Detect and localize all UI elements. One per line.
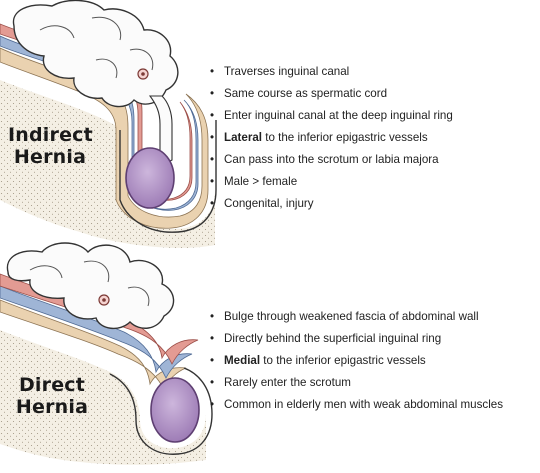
indirect-title-line2: Hernia <box>13 146 87 168</box>
indirect-point: • Same course as spermatic cord <box>210 83 453 105</box>
indirect-point-text: to the inferior epigastric vessels <box>262 131 428 144</box>
indirect-point: • Can pass into the scrotum or labia majo… <box>210 149 453 171</box>
bullet-icon: • <box>210 131 215 144</box>
direct-point-text: Common in elderly men with weak abdomina… <box>224 398 504 411</box>
bullet-icon: • <box>210 65 215 78</box>
indirect-hernia-drawing <box>0 0 217 248</box>
indirect-point: • Enter inguinal canal at the deep inguin… <box>210 105 453 127</box>
indirect-point-text: Enter inguinal canal at the deep inguina… <box>224 109 453 122</box>
direct-point: • Common in elderly men with weak abdomin… <box>210 394 503 416</box>
direct-title-line2: Hernia <box>15 396 89 418</box>
bullet-icon: • <box>210 354 215 367</box>
direct-point-bold: Medial <box>224 354 261 367</box>
direct-hernia-sac <box>150 377 200 443</box>
direct-hernia-drawing <box>0 242 213 465</box>
indirect-point: • Congenital, injury <box>210 193 453 215</box>
bullet-icon: • <box>210 310 215 323</box>
indirect-hernia-sac <box>125 147 175 209</box>
indirect-point-text: Same course as spermatic cord <box>224 87 388 100</box>
direct-fascia-tan <box>0 299 187 392</box>
direct-point-text: Directly behind the superficial inguinal… <box>224 332 442 345</box>
indirect-point: • Lateral to the inferior epigastric vess… <box>210 127 453 149</box>
direct-point-text: Rarely enter the scrotum <box>224 376 351 389</box>
direct-points-list: • Bulge through weakened fascia of abdomi… <box>210 306 503 416</box>
indirect-point-text: Male > female <box>224 175 298 188</box>
indirect-fascia-tan <box>0 47 209 229</box>
indirect-point-bold: Lateral <box>224 131 263 144</box>
bullet-icon: • <box>210 398 215 411</box>
direct-point-text: to the inferior epigastric vessels <box>260 354 426 367</box>
indirect-title-line1: Indirect <box>8 124 93 146</box>
direct-intestine <box>6 242 175 329</box>
bullet-icon: • <box>210 175 215 188</box>
indirect-intestine <box>12 0 179 108</box>
bullet-icon: • <box>210 376 215 389</box>
indirect-subcutaneous-tissue <box>0 80 215 248</box>
indirect-point: • Traverses inguinal canal <box>210 61 453 83</box>
indirect-point-text: Can pass into the scrotum or labia major… <box>224 153 439 166</box>
direct-point: • Directly behind the superficial inguina… <box>210 328 503 350</box>
bullet-icon: • <box>210 332 215 345</box>
direct-hernia-title: Direct Hernia <box>14 374 90 418</box>
direct-skin-outline <box>109 367 213 455</box>
direct-point: • Medial to the inferior epigastric vesse… <box>210 350 503 372</box>
bullet-icon: • <box>210 153 215 166</box>
direct-title-line1: Direct <box>18 374 86 396</box>
direct-subcutaneous-tissue <box>0 330 206 465</box>
indirect-hernia-title: Indirect Hernia <box>8 124 93 168</box>
direct-point-text: Bulge through weakened fascia of abdomin… <box>224 310 479 323</box>
indirect-point: • Male > female <box>210 171 453 193</box>
indirect-skin-outline <box>119 120 217 233</box>
bullet-icon: • <box>210 87 215 100</box>
bullet-icon: • <box>210 109 215 122</box>
bullet-icon: • <box>210 197 215 210</box>
direct-point: • Bulge through weakened fascia of abdomi… <box>210 306 503 328</box>
indirect-point-text: Congenital, injury <box>224 197 314 210</box>
indirect-point-text: Traverses inguinal canal <box>224 65 350 78</box>
indirect-points-list: • Traverses inguinal canal • Same course a… <box>210 61 453 215</box>
direct-point: • Rarely enter the scrotum <box>210 372 503 394</box>
